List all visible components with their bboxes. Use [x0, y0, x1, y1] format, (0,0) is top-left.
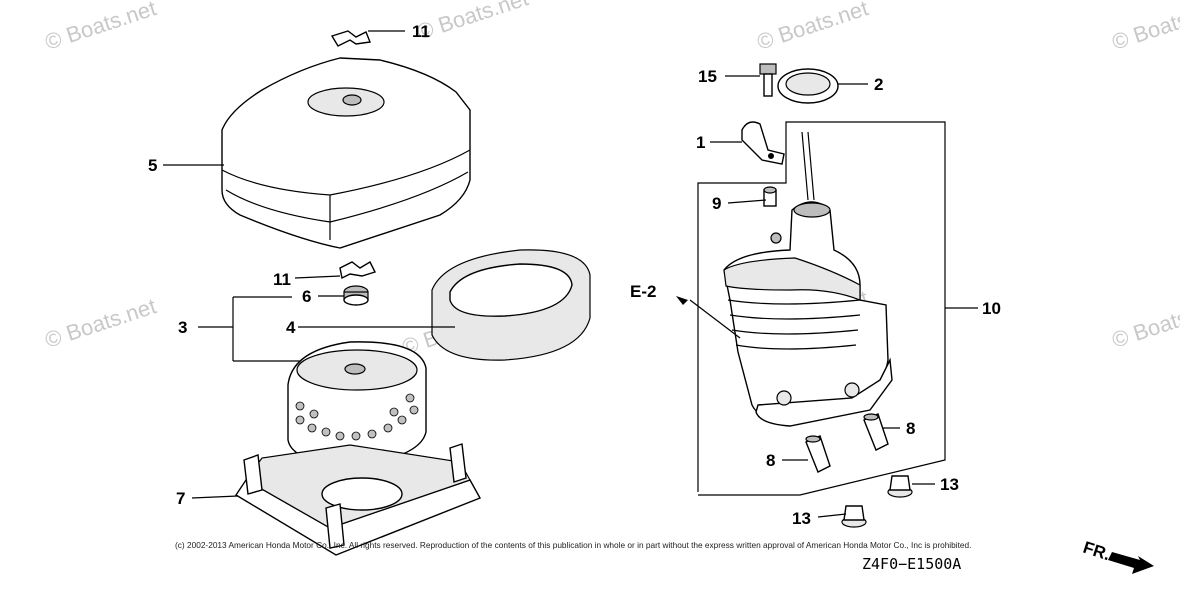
air-cleaner-case-part: [235, 443, 481, 556]
clamp-part: [741, 121, 785, 165]
callout-3: 3: [178, 318, 187, 337]
watermarks: © Boats.net © Boats.net © Boats.net © Bo…: [42, 0, 1180, 360]
callout-6: 6: [302, 287, 311, 306]
watermark-text: © Boats.net: [1109, 293, 1180, 352]
flange-nut-part-a: [887, 475, 913, 498]
callout-5: 5: [148, 156, 157, 175]
front-direction-arrow-icon: [1108, 552, 1154, 574]
callout-e2: E-2: [630, 282, 656, 301]
callout-2: 2: [874, 75, 883, 94]
air-cleaner-body-part: [723, 131, 893, 427]
watermark-text: © Boats.net: [754, 0, 871, 55]
part3-bracket: [198, 296, 300, 362]
air-cleaner-cover-part: [221, 57, 471, 249]
paper-element-part: [287, 341, 427, 467]
callout-13-left: 13: [792, 509, 811, 528]
leader-lines-left: [163, 30, 455, 499]
callout-11-lower: 11: [273, 270, 291, 289]
collar-part: [763, 186, 777, 207]
wing-nut-part-lower: [339, 261, 376, 280]
callout-11-top: 11: [412, 22, 430, 41]
callout-9: 9: [712, 194, 721, 213]
callout-13-right: 13: [940, 475, 959, 494]
copyright-notice: (c) 2002-2013 American Honda Motor Co., …: [175, 540, 972, 550]
grommet-part: [343, 285, 369, 306]
watermark-text: © Boats.net: [414, 0, 531, 45]
callout-10: 10: [982, 299, 1001, 318]
flange-nut-part-b: [841, 505, 867, 528]
callout-15: 15: [698, 67, 717, 86]
callout-1: 1: [696, 133, 705, 152]
callout-4: 4: [286, 318, 296, 337]
foam-element-part: [431, 249, 591, 361]
callout-8-lower: 8: [766, 451, 775, 470]
wing-nut-part-top: [330, 30, 371, 47]
watermark-text: © Boats.net: [42, 293, 159, 352]
watermark-text: © Boats.net: [42, 0, 159, 55]
part10-bracket: [697, 121, 978, 496]
seal-ring-part: [777, 68, 839, 104]
e2-arrow-icon: [676, 296, 688, 305]
leader-lines-right: [689, 75, 935, 518]
watermark-text: © Boats.net: [1109, 0, 1180, 55]
diagram-code: Z4F0−E1500A: [862, 555, 962, 573]
tube-part-b: [863, 413, 889, 451]
callout-7: 7: [176, 489, 185, 508]
tube-part-a: [805, 435, 831, 473]
front-direction-label: FR.: [1081, 538, 1113, 565]
callout-8-upper: 8: [906, 419, 915, 438]
bolt-part: [759, 63, 777, 97]
